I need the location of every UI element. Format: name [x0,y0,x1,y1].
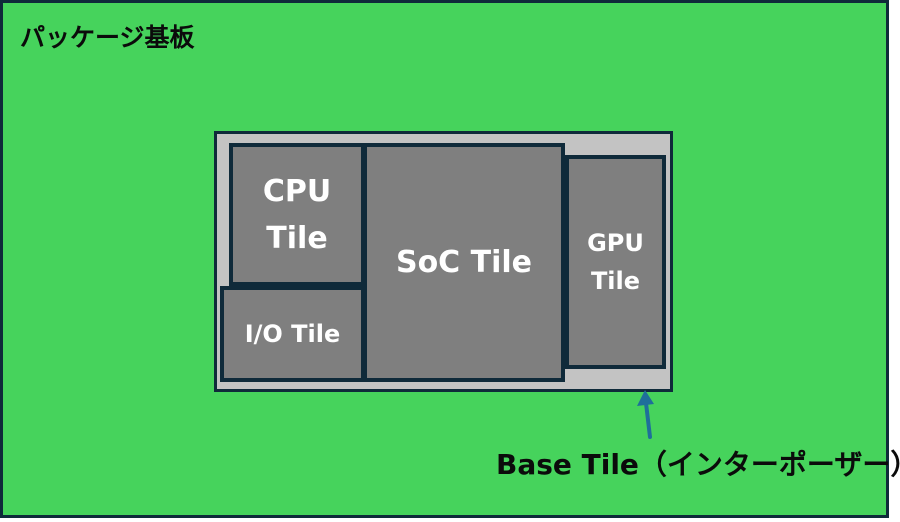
soc-tile: SoC Tile [363,143,565,382]
base-tile-label: Base Tile（インターポーザー） [496,448,900,481]
soc-tile-label: SoC Tile [395,245,533,280]
cpu-tile: CPU Tile [229,143,365,286]
cpu-tile-label-line1: CPU [262,173,332,209]
io-tile-label: I/O Tile [244,320,341,348]
gpu-tile: GPU Tile [565,155,666,369]
io-tile: I/O Tile [220,286,365,382]
gpu-tile-label-line2: Tile [590,267,641,295]
package-substrate-label: パッケージ基板 [20,23,195,52]
pointer-arrow-icon [637,390,654,439]
cpu-tile-label-line2: Tile [266,220,328,256]
gpu-tile-label-line1: GPU [587,229,644,257]
